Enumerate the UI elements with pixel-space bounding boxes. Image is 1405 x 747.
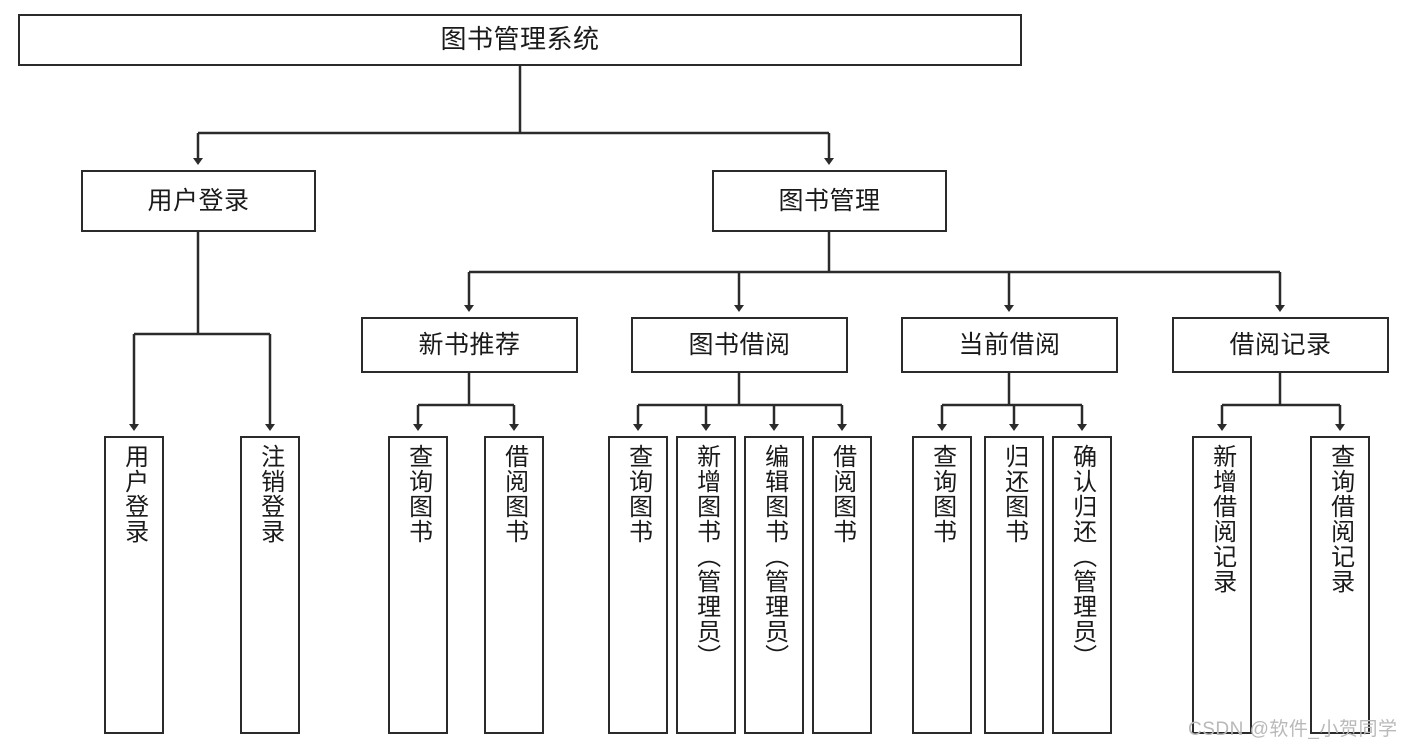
node-new-book-recommend[interactable]: 新书推荐	[361, 317, 578, 373]
node-label: 用户登录	[147, 187, 250, 215]
node-current-borrow[interactable]: 当前借阅	[901, 317, 1118, 373]
node-leaf-user-login[interactable]: 用户登录	[104, 436, 164, 734]
node-book-manage[interactable]: 图书管理	[712, 170, 947, 232]
node-user-login[interactable]: 用户登录	[81, 170, 316, 232]
node-leaf-borrow-book-1[interactable]: 借阅图书	[484, 436, 544, 734]
node-label: 借阅记录	[1229, 331, 1332, 359]
node-root[interactable]: 图书管理系统	[18, 14, 1022, 66]
node-label: 借阅图书	[500, 444, 528, 544]
node-label: 查询图书	[624, 444, 652, 544]
node-label: 确认归还（管理员）	[1068, 444, 1096, 669]
node-borrow-record[interactable]: 借阅记录	[1172, 317, 1389, 373]
node-label: 新书推荐	[418, 331, 521, 359]
node-label: 查询借阅记录	[1326, 444, 1354, 594]
node-leaf-query-book-3[interactable]: 查询图书	[912, 436, 972, 734]
node-leaf-query-book-1[interactable]: 查询图书	[388, 436, 448, 734]
node-label: 当前借阅	[958, 331, 1061, 359]
node-leaf-add-book[interactable]: 新增图书（管理员）	[676, 436, 736, 734]
node-label: 归还图书	[1000, 444, 1028, 544]
node-label: 图书管理系统	[440, 24, 600, 55]
node-label: 编辑图书（管理员）	[760, 444, 788, 669]
node-leaf-query-record[interactable]: 查询借阅记录	[1310, 436, 1370, 734]
watermark-text: CSDN @软件_小贺同学	[1188, 719, 1398, 740]
node-label: 新增借阅记录	[1208, 444, 1236, 594]
node-label: 借阅图书	[828, 444, 856, 544]
node-label: 查询图书	[928, 444, 956, 544]
node-label: 图书管理	[778, 187, 881, 215]
node-leaf-user-logout[interactable]: 注销登录	[240, 436, 300, 734]
node-leaf-query-book-2[interactable]: 查询图书	[608, 436, 668, 734]
node-label: 注销登录	[256, 444, 284, 544]
node-leaf-confirm-return[interactable]: 确认归还（管理员）	[1052, 436, 1112, 734]
node-label: 用户登录	[120, 444, 148, 544]
node-leaf-borrow-book-2[interactable]: 借阅图书	[812, 436, 872, 734]
node-leaf-add-record[interactable]: 新增借阅记录	[1192, 436, 1252, 734]
node-leaf-edit-book[interactable]: 编辑图书（管理员）	[744, 436, 804, 734]
node-leaf-return-book[interactable]: 归还图书	[984, 436, 1044, 734]
node-label: 查询图书	[404, 444, 432, 544]
node-label: 新增图书（管理员）	[692, 444, 720, 669]
node-book-borrow[interactable]: 图书借阅	[631, 317, 848, 373]
node-label: 图书借阅	[688, 331, 791, 359]
